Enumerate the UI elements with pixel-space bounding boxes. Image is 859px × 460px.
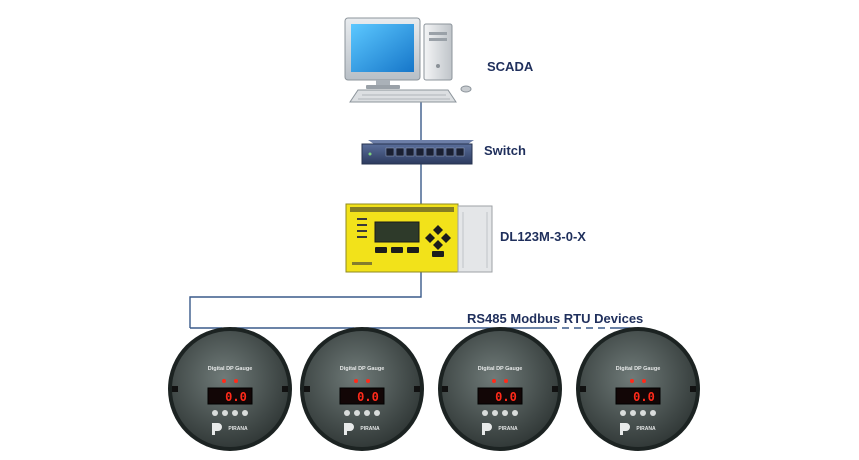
logger-bus-link [189,272,422,328]
logger-keypad [375,225,451,257]
scada-label: SCADA [487,59,534,74]
gauge-3-reading: 0.0 [495,390,517,404]
switch-label: Switch [484,143,526,158]
gauge-1-brand: PIRANA [228,426,248,432]
scada-computer [344,17,472,103]
gauge-2-title: Digital DP Gauge [340,366,385,372]
gauge-4-reading: 0.0 [633,390,655,404]
mouse [460,85,472,93]
keyboard [349,89,457,103]
network-switch [361,140,474,165]
gauge-3-brand: PIRANA [498,426,518,432]
gauge-2 [300,327,424,451]
monitor-screen [351,24,414,72]
gauge-1-reading: 0.0 [225,390,247,404]
gauge-display [615,387,661,405]
gauge-1-title: Digital DP Gauge [208,366,253,372]
gauge-3-title: Digital DP Gauge [478,366,523,372]
gauge-3 [438,327,562,451]
logger-label: DL123M-3-0-X [500,229,586,244]
gauge-4 [576,327,700,451]
gauge-2-brand: PIRANA [360,426,380,432]
gauge-display [339,387,385,405]
rs485-bus-label: RS485 Modbus RTU Devices [467,311,644,326]
logger-lcd [374,221,420,243]
gauge-4-title: Digital DP Gauge [616,366,661,372]
gauge-display [477,387,523,405]
gauge-1 [168,327,292,451]
data-logger [345,203,493,273]
gauge-display [207,387,253,405]
gauge-4-brand: PIRANA [636,426,656,432]
gauge-2-reading: 0.0 [357,390,379,404]
